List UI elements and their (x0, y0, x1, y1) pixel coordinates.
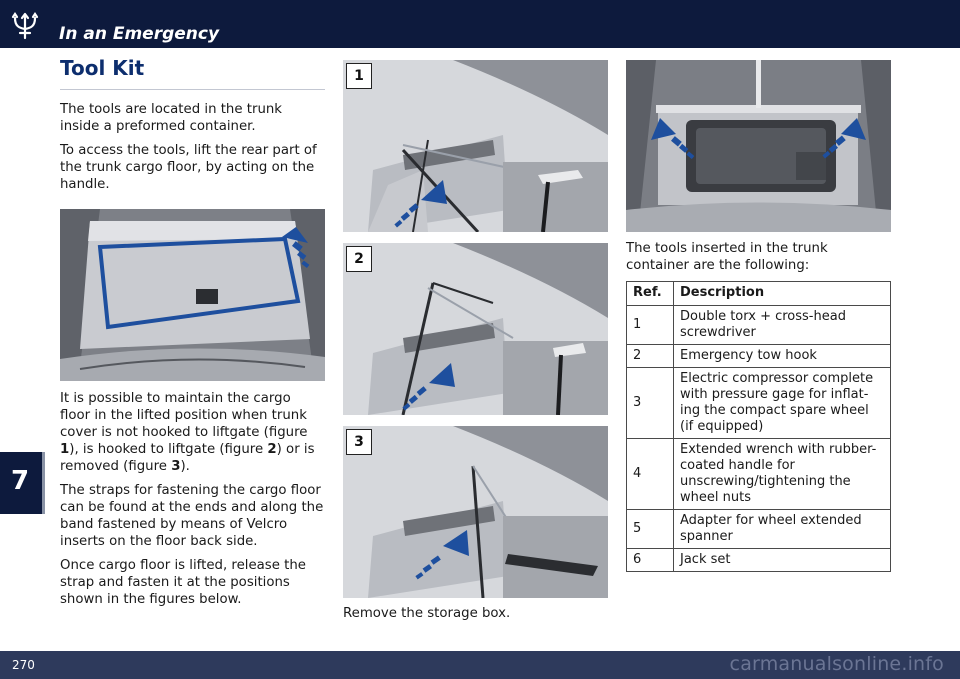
maserati-trident-logo (11, 12, 39, 40)
section-title: In an Emergency (59, 24, 220, 44)
paragraph-straps: The straps for fastening the cargo floor… (60, 483, 324, 549)
table-cell-ref: 1 (626, 305, 674, 345)
table-header-row: Ref. Description (626, 281, 891, 306)
figure-ref-1: 1 (60, 442, 70, 457)
table-cell-ref: 3 (626, 367, 674, 439)
table-cell-description: Double torx + cross-head screwdriver (673, 305, 891, 345)
column-header-description: Description (673, 281, 891, 306)
table-row: 4 Extended wrench with rubber-coated han… (626, 438, 891, 510)
caption-remove-storage-box: Remove the storage box. (343, 606, 511, 621)
table-row: 2 Emergency tow hook (626, 344, 891, 368)
liftgate-not-hooked-illustration (343, 60, 608, 234)
table-cell-description: Electric compressor complete with pressu… (673, 367, 891, 439)
figure-2: 2 (343, 243, 608, 416)
table-cell-description: Jack set (673, 548, 891, 572)
figure-label-2: 2 (346, 246, 372, 272)
figure-label-3: 3 (346, 429, 372, 455)
figure-3: 3 (343, 426, 608, 599)
page-footer: 270 carmanualsonline.info (0, 651, 960, 679)
right-column: The tools inserted in the trunk containe… (626, 60, 891, 572)
table-cell-description: Adapter for wheel extended spanner (673, 509, 891, 549)
table-row: 1 Double torx + cross-head screwdriver (626, 305, 891, 345)
cover-removed-illustration (343, 426, 608, 599)
figure-label-1: 1 (346, 63, 372, 89)
tools-intro: The tools inserted in the trunk containe… (626, 241, 828, 273)
storage-box-illustration (626, 60, 891, 232)
table-row: 5 Adapter for wheel extended spanner (626, 509, 891, 549)
table-cell-description: Extended wrench with rubber-coated handl… (673, 438, 891, 510)
figure-1: 1 (343, 60, 608, 234)
column-header-ref: Ref. (626, 281, 674, 306)
chapter-tab[interactable]: 7 (0, 452, 45, 514)
figure-ref-2: 2 (267, 442, 277, 457)
table-row: 6 Jack set (626, 548, 891, 572)
figure-ref-3: 3 (171, 459, 181, 474)
table-row: 3 Electric compressor complete with pres… (626, 367, 891, 439)
table-cell-ref: 6 (626, 548, 674, 572)
table-cell-ref: 2 (626, 344, 674, 368)
page-number: 270 (12, 658, 35, 672)
tools-table: Ref. Description 1 Double torx + cross-h… (626, 281, 891, 572)
watermark-text: carmanualsonline.info (729, 653, 944, 675)
table-cell-ref: 5 (626, 509, 674, 549)
paragraph-location: The tools are located in the trunk insid… (60, 102, 283, 134)
table-cell-ref: 4 (626, 438, 674, 510)
chapter-number: 7 (10, 466, 30, 496)
paragraph-access: To access the tools, lift the rear part … (60, 143, 317, 192)
paragraph-release-strap: Once cargo floor is lifted, release the … (60, 558, 306, 607)
table-cell-description: Emergency tow hook (673, 344, 891, 368)
page-title: Tool Kit (60, 56, 325, 90)
liftgate-hooked-illustration (343, 243, 608, 416)
left-column: Tool Kit The tools are located in the tr… (60, 56, 325, 608)
paragraph-floor-positions: It is possible to maintain the cargo flo… (60, 391, 315, 474)
cargo-floor-illustration (60, 209, 325, 381)
page-header: In an Emergency (0, 0, 960, 48)
